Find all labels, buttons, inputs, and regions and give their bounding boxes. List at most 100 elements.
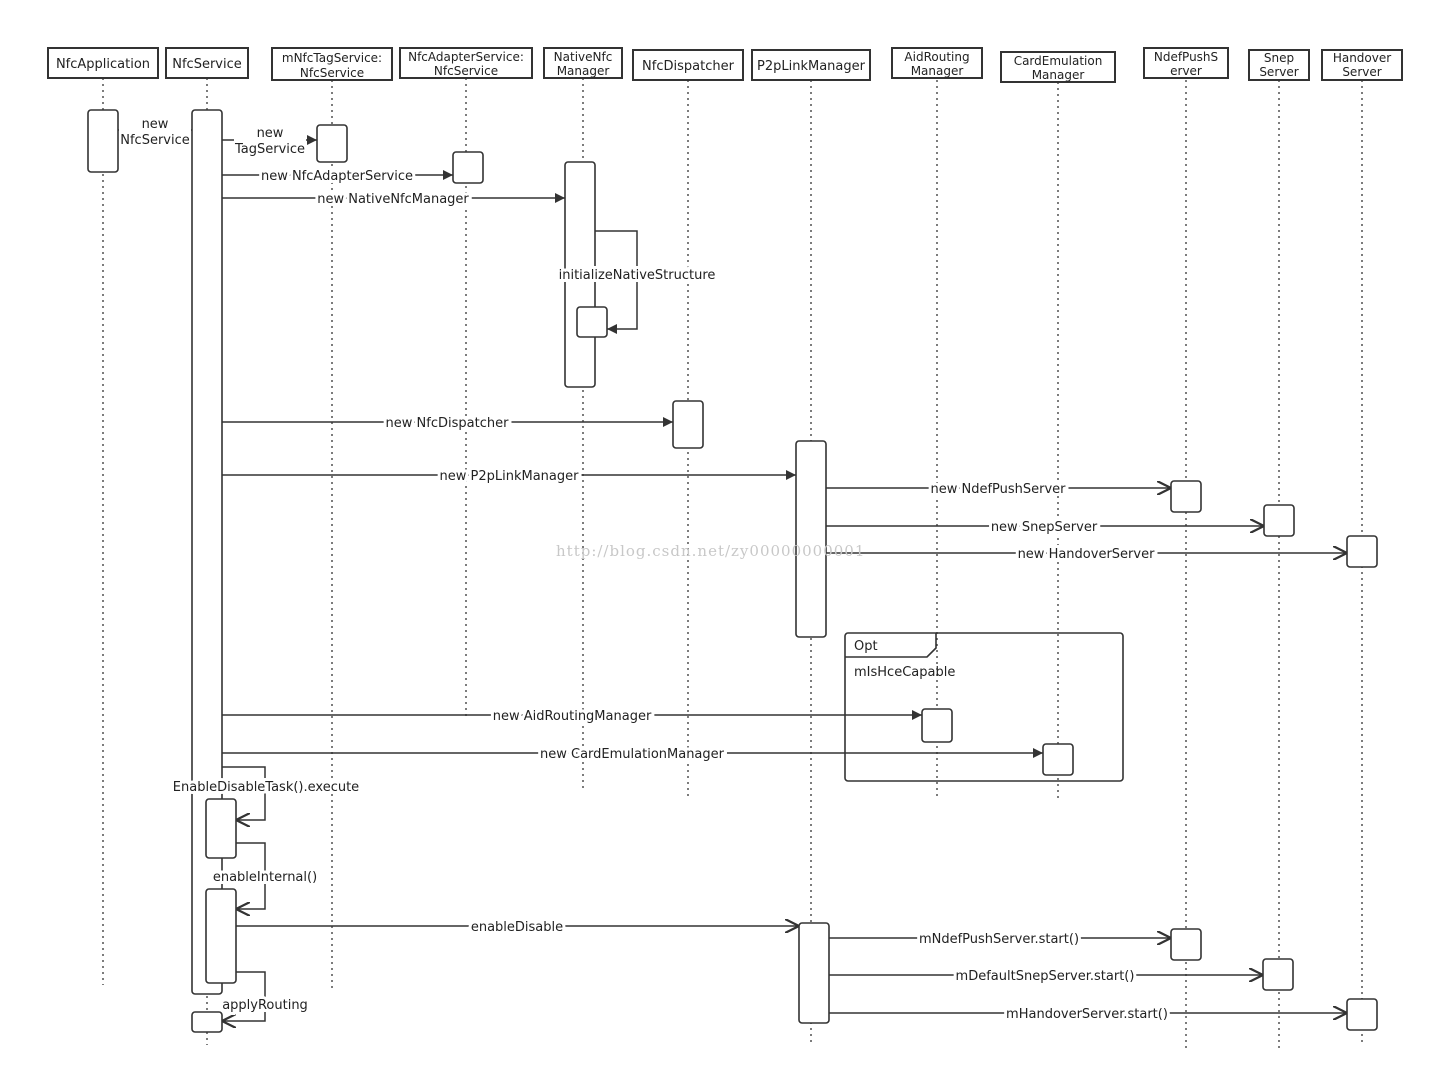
message-new-nfcdispatcher: new NfcDispatcher xyxy=(222,413,673,434)
opt-keyword: Opt xyxy=(854,639,878,654)
opt-fragment: Opt mIsHceCapable xyxy=(844,632,1124,782)
participant-label: NfcAdapterService: xyxy=(408,50,524,64)
participant-label: Manager xyxy=(1032,68,1085,82)
message-new-nfcservice: new NfcService xyxy=(118,115,192,149)
message-new-nfcadapterservice: new NfcAdapterService xyxy=(222,166,453,187)
message-enabledisable: enableDisable xyxy=(236,917,799,938)
message-label: enableInternal() xyxy=(213,870,317,885)
participant-label: erver xyxy=(1170,64,1202,78)
message-new-p2plinkmanager: new P2pLinkManager xyxy=(222,466,796,487)
participant-nfcadapterservice: NfcAdapterService: NfcService xyxy=(399,47,533,79)
participant-mnfctagservice: mNfcTagService: NfcService xyxy=(271,47,393,81)
activation-nfcdispatcher xyxy=(672,400,704,449)
message-arrow xyxy=(595,230,638,334)
participant-ndefpushserver: NdefPushS erver xyxy=(1143,47,1229,79)
message-new-handoverserver: new HandoverServer xyxy=(826,544,1347,565)
participant-label: CardEmulation xyxy=(1014,54,1103,68)
message-arrow xyxy=(236,842,266,909)
message-label: new xyxy=(142,117,169,132)
message-label: mNdefPushServer.start() xyxy=(919,932,1079,947)
message-new-cardemulationmanager: new CardEmulationManager xyxy=(222,744,1043,765)
participant-nfcservice: NfcService xyxy=(165,47,249,79)
participant-label: NfcService xyxy=(172,57,242,72)
message-new-nativenfcmanager: new NativeNfcManager xyxy=(222,189,565,210)
message-label: new CardEmulationManager xyxy=(540,747,725,762)
activation-p2plinkmanager-enable xyxy=(798,922,830,1024)
message-new-aidroutingmanager: new AidRoutingManager xyxy=(222,706,922,727)
activation-mnfctagservice xyxy=(316,124,348,163)
activation-ndefpushserver-init xyxy=(1170,480,1202,513)
participant-label: AidRouting xyxy=(904,50,969,64)
message-label: new AidRoutingManager xyxy=(493,709,652,724)
participants: NfcApplication NfcService mNfcTagService… xyxy=(47,47,1403,83)
participant-label: Server xyxy=(1259,65,1298,79)
label-background xyxy=(234,124,306,158)
message-label: new P2pLinkManager xyxy=(440,469,580,484)
message-enabledisabletask-execute: EnableDisableTask().execute xyxy=(170,766,362,820)
activation-snepserver-init xyxy=(1263,504,1295,537)
message-label: new SnepServer xyxy=(991,520,1098,535)
activation-p2plinkmanager-init xyxy=(795,440,827,638)
participant-nfcapplication: NfcApplication xyxy=(47,47,159,79)
message-label: enableDisable xyxy=(471,920,563,935)
activation-snepserver-start xyxy=(1262,958,1294,991)
message-label: new HandoverServer xyxy=(1018,547,1156,562)
message-label: mHandoverServer.start() xyxy=(1006,1007,1168,1022)
opt-frame xyxy=(844,632,1124,782)
activation-nfcservice-task xyxy=(205,798,237,859)
activation-cardemulationmanager xyxy=(1042,743,1074,776)
message-applyrouting: applyRouting xyxy=(219,971,311,1021)
message-new-tagservice: new TagService xyxy=(222,124,317,158)
message-new-snepserver: new SnepServer xyxy=(826,517,1264,538)
participant-nfcdispatcher: NfcDispatcher xyxy=(632,49,744,81)
participant-handoverserver: Handover Server xyxy=(1321,49,1403,81)
message-label: mDefaultSnepServer.start() xyxy=(956,969,1135,984)
participant-label: Snep xyxy=(1264,51,1294,65)
participant-label: NativeNfc xyxy=(554,50,613,64)
message-label: applyRouting xyxy=(222,998,308,1013)
participant-label: NdefPushS xyxy=(1154,50,1218,64)
message-new-ndefpushserver: new NdefPushServer xyxy=(826,479,1171,500)
participant-label: NfcDispatcher xyxy=(642,59,735,74)
activation-nfcservice-applyrouting xyxy=(191,1011,223,1033)
messages: new NfcService new TagService new NfcAda… xyxy=(118,115,1347,1022)
message-label: NfcService xyxy=(120,133,190,148)
message-label: new NdefPushServer xyxy=(930,482,1066,497)
activation-handoverserver-start xyxy=(1346,998,1378,1031)
participant-label: Manager xyxy=(557,64,610,78)
message-handoverserver-start: mHandoverServer.start() xyxy=(829,1004,1347,1025)
activation-handoverserver-init xyxy=(1346,535,1378,568)
participant-label: P2pLinkManager xyxy=(757,59,866,74)
activation-nfcadapterservice xyxy=(452,151,484,184)
opt-frame-tab xyxy=(845,633,937,658)
activation-aidroutingmanager xyxy=(921,708,953,743)
message-initializenativestructure: initializeNativeStructure xyxy=(556,230,718,334)
watermark-text: http://blog.csdn.net/zy00000000001 xyxy=(556,542,865,560)
participant-label: NfcService xyxy=(300,66,364,80)
message-label: initializeNativeStructure xyxy=(559,268,716,283)
participant-aidroutingmanager: AidRouting Manager xyxy=(891,47,983,79)
activation-ndefpushserver-start xyxy=(1170,928,1202,961)
message-label: new NfcAdapterService xyxy=(261,169,413,184)
lifelines xyxy=(102,78,1363,1048)
activation-nfcapplication xyxy=(87,109,119,173)
participant-label: Handover xyxy=(1333,51,1391,65)
activation-nativenfcmanager-nested xyxy=(576,306,608,338)
message-ndefpushserver-start: mNdefPushServer.start() xyxy=(829,929,1171,950)
message-label: new NfcDispatcher xyxy=(386,416,510,431)
message-arrow xyxy=(222,766,266,820)
activation-nfcservice-main xyxy=(191,109,223,995)
message-label: new xyxy=(257,126,284,141)
activations xyxy=(87,109,1378,1033)
participant-label: mNfcTagService: xyxy=(282,51,382,65)
participant-label: NfcApplication xyxy=(56,57,150,72)
message-label: EnableDisableTask().execute xyxy=(173,780,359,795)
message-label: TagService xyxy=(234,142,305,157)
activation-nfcservice-enableinternal xyxy=(205,888,237,984)
participant-label: NfcService xyxy=(434,64,498,78)
participant-p2plinkmanager: P2pLinkManager xyxy=(751,49,871,81)
label-background xyxy=(119,115,191,149)
opt-guard: mIsHceCapable xyxy=(854,665,955,680)
message-defaultsnepserver-start: mDefaultSnepServer.start() xyxy=(829,966,1263,987)
